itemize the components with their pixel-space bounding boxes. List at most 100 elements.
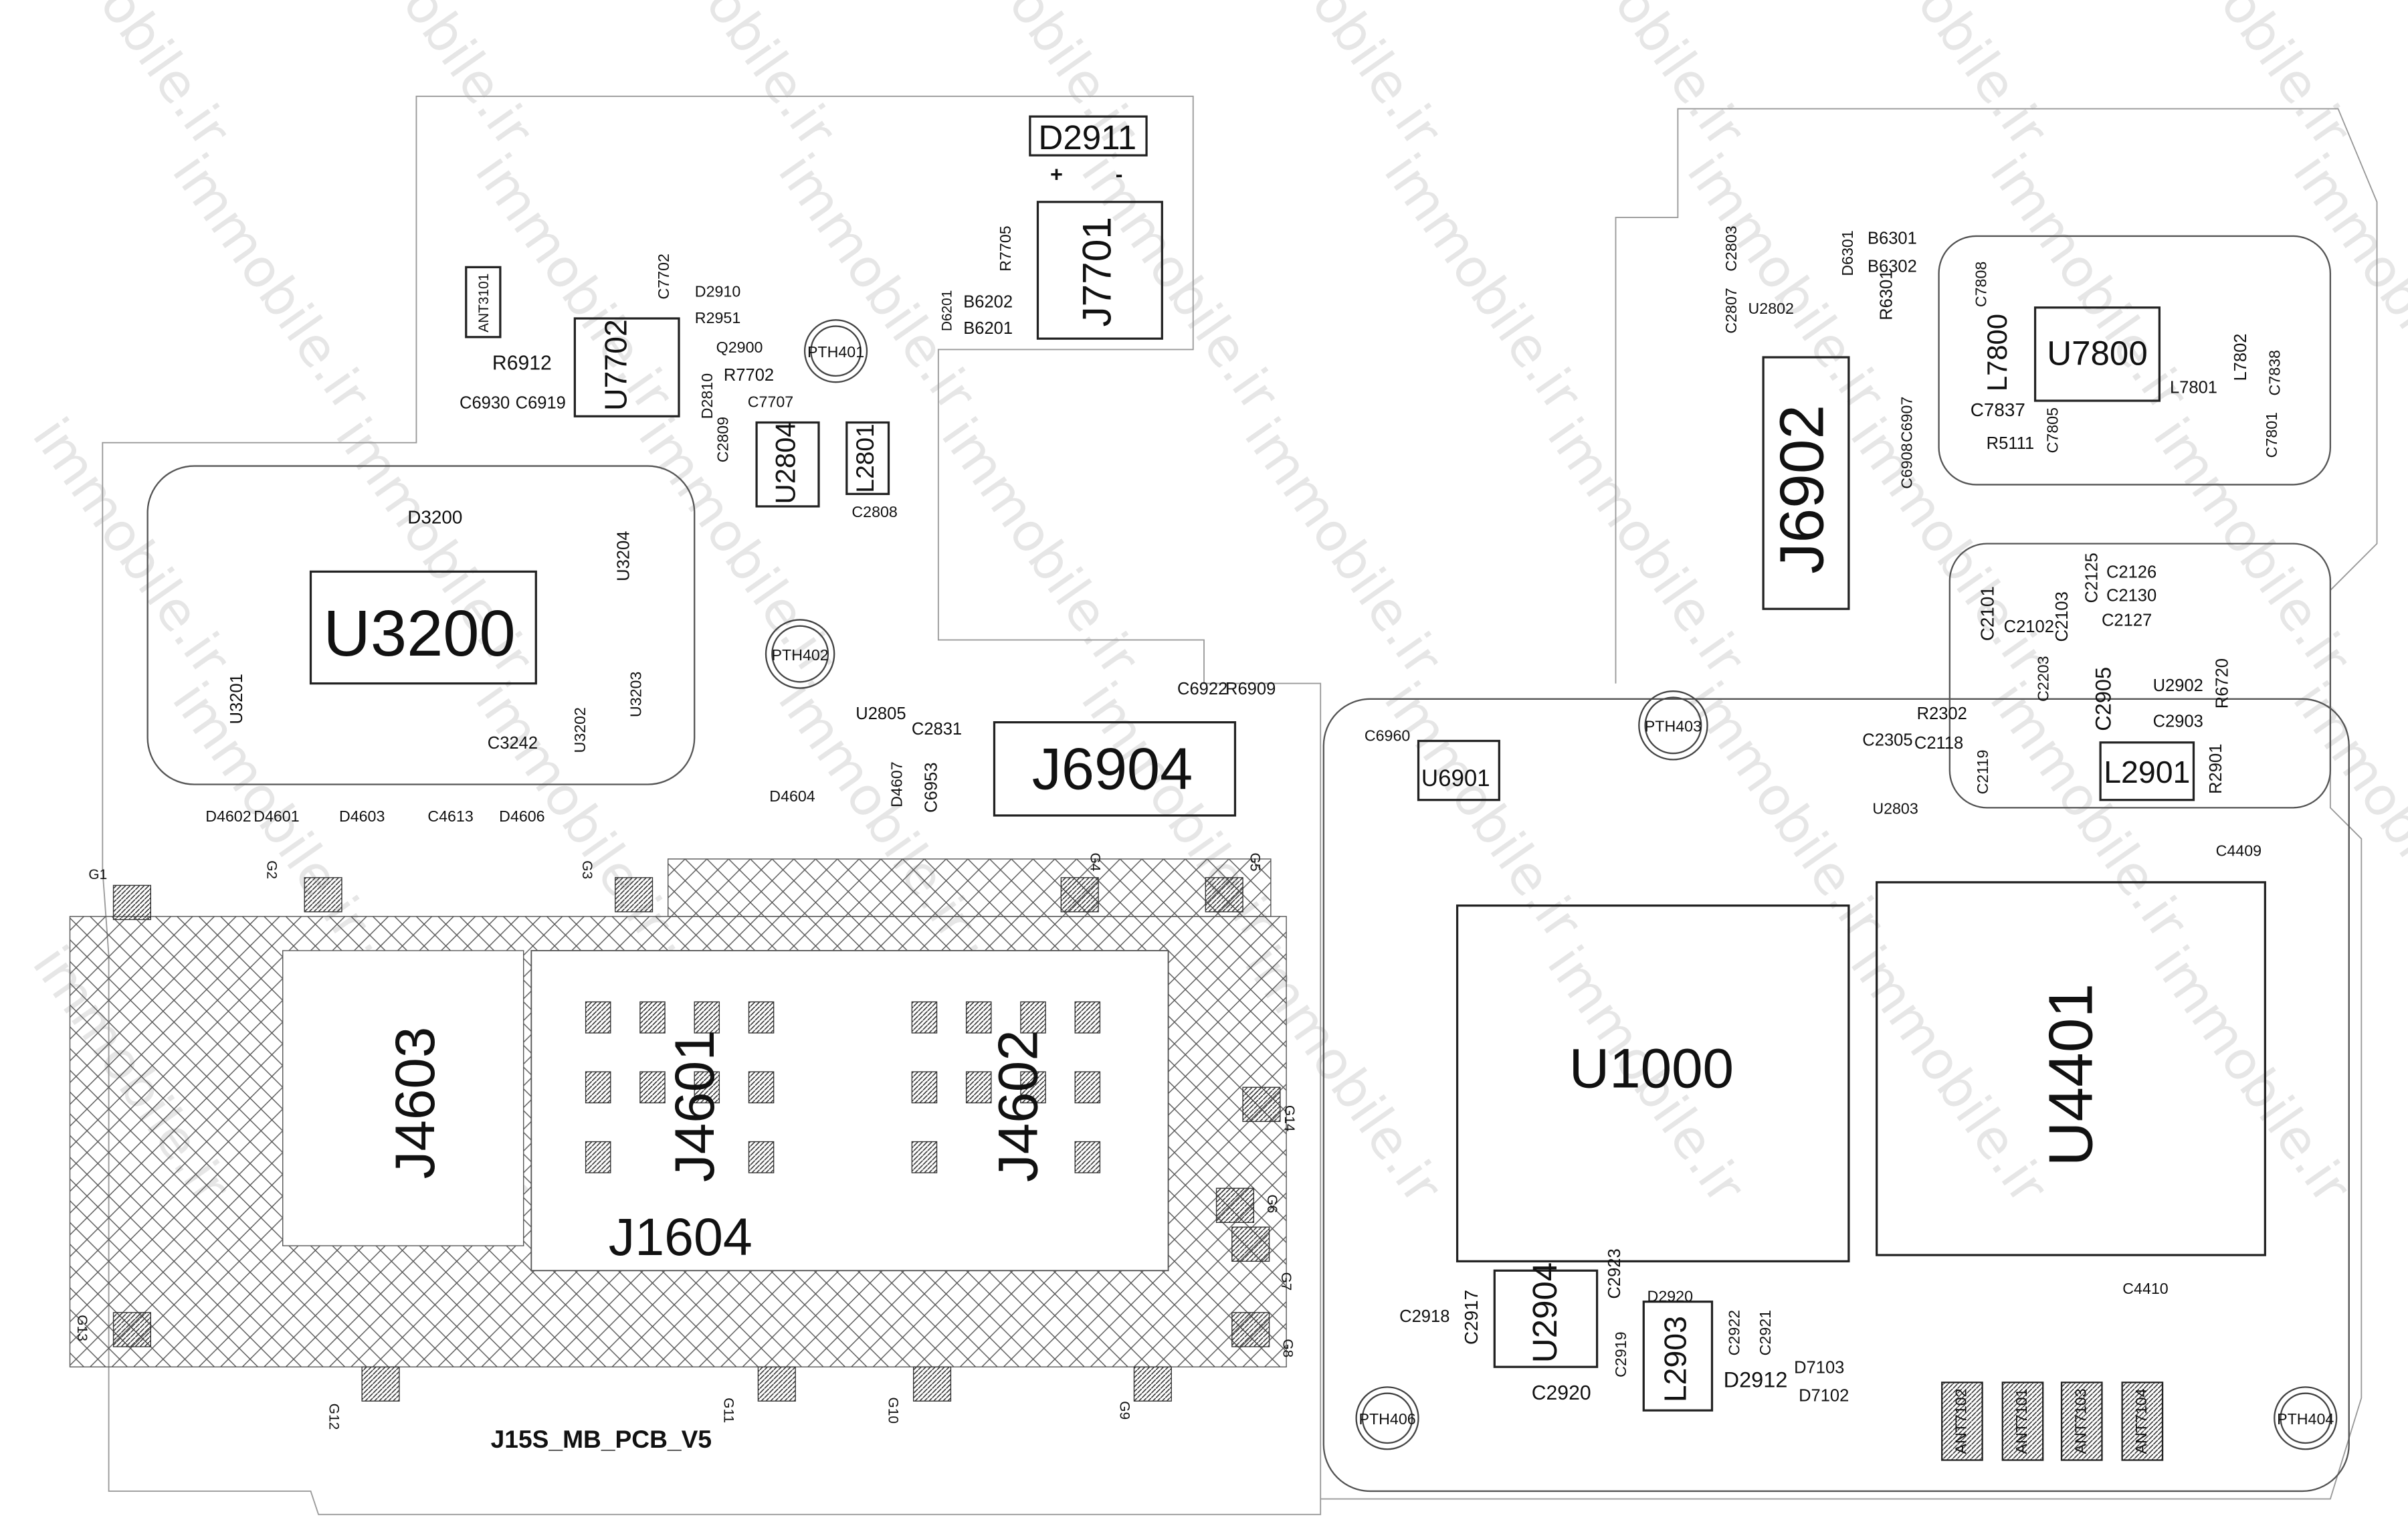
component-label-u2805: U2805 bbox=[856, 704, 906, 723]
watermark-text: immobile.ir bbox=[767, 143, 989, 423]
ground-pad bbox=[1242, 1086, 1281, 1123]
hole-label: PTH402 bbox=[772, 646, 829, 664]
component-label-d4606: D4606 bbox=[499, 807, 544, 825]
diode-d2911 bbox=[1029, 115, 1148, 157]
component-label-d2911: D2911 bbox=[1038, 118, 1136, 157]
sim-contact-pad bbox=[694, 1001, 720, 1034]
watermark-text: immobile.ir bbox=[1535, 407, 1757, 687]
ground-pad bbox=[1133, 1366, 1172, 1402]
ground-pad-label: G14 bbox=[1282, 1105, 1297, 1131]
component-label-d6201: D6201 bbox=[939, 290, 955, 332]
inductor-l2903 bbox=[1642, 1301, 1714, 1412]
component-label-u3203: U3203 bbox=[627, 672, 644, 717]
watermark-text: immobile.ir bbox=[1535, 0, 1757, 159]
component-label-c6922: C6922 bbox=[1177, 680, 1227, 698]
ground-pad-label: G10 bbox=[886, 1397, 901, 1423]
ground-pad-label: G2 bbox=[264, 860, 279, 879]
component-label-c2905: C2905 bbox=[2092, 667, 2116, 731]
mounting-hole bbox=[765, 619, 835, 689]
sim-contact-pad bbox=[694, 1071, 720, 1104]
sim-contact-pad bbox=[585, 1141, 611, 1173]
component-label-u7702: U7702 bbox=[599, 319, 633, 411]
shield-u3200 bbox=[146, 465, 696, 785]
component-label-u7800: U7800 bbox=[2047, 334, 2148, 373]
component-label-d4607: D4607 bbox=[888, 761, 906, 807]
component-label-j7701: J7701 bbox=[1074, 217, 1119, 326]
component-label-u3201: U3201 bbox=[227, 674, 246, 724]
component-label-c2808: C2808 bbox=[851, 503, 897, 520]
board-name-label: J15S_MB_PCB_V5 bbox=[491, 1425, 712, 1453]
component-label-c2102: C2102 bbox=[2004, 617, 2054, 636]
mounting-hole bbox=[1355, 1386, 1419, 1450]
antenna-pad-ant3101 bbox=[465, 266, 502, 339]
component-label-c7702: C7702 bbox=[655, 254, 672, 299]
hole-label: PTH406 bbox=[1359, 1410, 1415, 1428]
mounting-hole-inner-ring bbox=[810, 325, 862, 377]
sim-contact-pad bbox=[911, 1141, 938, 1173]
inductor-l2901 bbox=[2099, 741, 2195, 801]
mounting-hole bbox=[1638, 690, 1708, 761]
mounting-hole-inner-ring bbox=[2280, 1392, 2332, 1444]
component-label-d2810: D2810 bbox=[698, 373, 716, 419]
hatch-region-top bbox=[668, 858, 1272, 917]
chip-u2804 bbox=[755, 421, 820, 508]
component-label-c2923: C2923 bbox=[1605, 1248, 1624, 1299]
component-label-d2920: D2920 bbox=[1647, 1288, 1693, 1305]
component-label-l7800: L7800 bbox=[1981, 314, 2013, 391]
component-label-d3200: D3200 bbox=[407, 506, 462, 527]
ground-pad-label: G8 bbox=[1280, 1339, 1295, 1357]
ground-pad bbox=[757, 1366, 796, 1402]
component-label-c6930: C6930 bbox=[460, 394, 510, 413]
chip-u7702 bbox=[573, 317, 680, 417]
component-label-c2809: C2809 bbox=[714, 417, 731, 462]
component-label-r7702: R7702 bbox=[724, 366, 774, 385]
component-label-b6202: B6202 bbox=[963, 293, 1013, 312]
component-label-c7707: C7707 bbox=[748, 393, 793, 410]
mounting-hole-inner-ring bbox=[1361, 1392, 1413, 1444]
chip-u4401 bbox=[1876, 881, 2266, 1256]
sim-contact-pads bbox=[585, 1001, 1101, 1173]
component-label-b6201: B6201 bbox=[963, 319, 1013, 338]
watermark-text: immobile.ir bbox=[1232, 0, 1454, 159]
ground-pad bbox=[1060, 877, 1099, 913]
component-label-c6908: C6908 bbox=[1898, 443, 1915, 488]
component-label-j4601: J4601 bbox=[663, 1030, 726, 1182]
component-label-c2125: C2125 bbox=[2082, 553, 2101, 603]
watermark-text: immobile.ir bbox=[2281, 671, 2408, 951]
mounting-hole bbox=[803, 319, 868, 383]
component-label-c6907: C6907 bbox=[1898, 397, 1915, 442]
polarity-plus: + bbox=[1050, 163, 1063, 187]
watermark-text: immobile.ir bbox=[161, 143, 383, 423]
component-label-u1000: U1000 bbox=[1569, 1036, 1734, 1099]
watermark-text: immobile.ir bbox=[2141, 935, 2363, 1216]
component-label-c2922: C2922 bbox=[1725, 1310, 1742, 1355]
ground-pad-label: G11 bbox=[720, 1398, 736, 1423]
chip-u6901 bbox=[1417, 739, 1500, 801]
sim-contact-pad bbox=[585, 1001, 611, 1034]
component-label-c4613: C4613 bbox=[427, 807, 473, 825]
ground-pad-label: G4 bbox=[1087, 853, 1102, 872]
component-label-c2101: C2101 bbox=[1977, 586, 1997, 641]
ground-pad bbox=[112, 884, 151, 921]
hole-label: PTH401 bbox=[807, 343, 864, 361]
component-label-c7837: C7837 bbox=[1971, 399, 2025, 420]
component-label-ant7103: ANT7103 bbox=[2072, 1388, 2089, 1454]
component-label-d7102: D7102 bbox=[1799, 1386, 1849, 1405]
hole-label: PTH403 bbox=[1645, 718, 1702, 735]
shield-u1000 bbox=[1322, 698, 2350, 1493]
component-label-r6909: R6909 bbox=[1225, 680, 1276, 698]
watermark-text: immobile.ir bbox=[1232, 407, 1454, 687]
component-label-l2903: L2903 bbox=[1658, 1316, 1693, 1402]
component-label-r6301: R6301 bbox=[1878, 270, 1896, 320]
shield-u7800 bbox=[1938, 235, 2332, 486]
chip-u2904 bbox=[1493, 1269, 1599, 1368]
watermark-text: immobile.ir bbox=[627, 0, 849, 159]
chip-u7800 bbox=[2033, 306, 2161, 402]
sim-contact-pad bbox=[1074, 1071, 1101, 1104]
sim-contact-pad bbox=[1074, 1001, 1101, 1034]
watermark-text: immobile.ir bbox=[930, 407, 1152, 687]
hole-label: PTH404 bbox=[2277, 1410, 2334, 1428]
component-label-c7838: C7838 bbox=[2266, 350, 2284, 395]
component-label-c6953: C6953 bbox=[922, 763, 940, 813]
